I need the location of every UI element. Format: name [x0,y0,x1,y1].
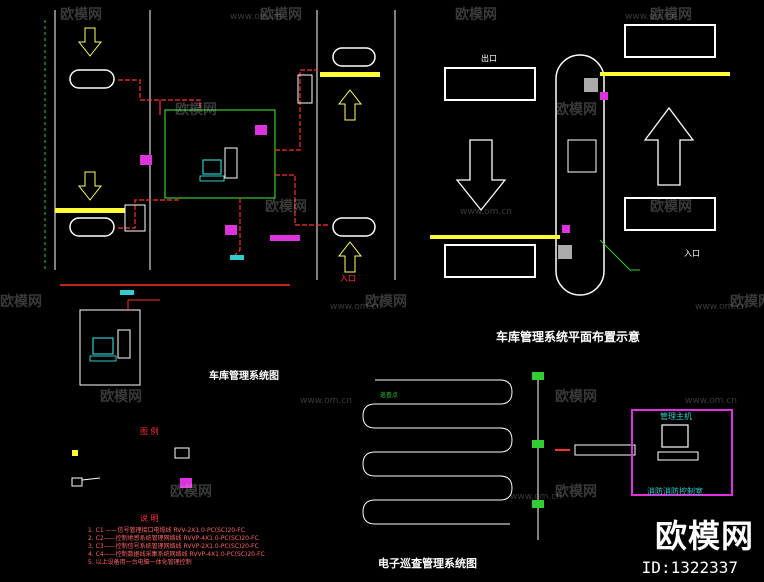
management-host-label: 管理主机 [660,412,692,421]
watermark-url: www.om.cn [330,302,382,312]
brand-id: ID:1322337 [641,558,738,577]
watermark-url: www.om.cn [230,12,282,22]
fire-control-room-label: 消防消防控制室 [647,487,703,496]
watermark: 欧模网 [265,199,307,215]
watermark-url: www.om.cn [695,302,747,312]
garage-system-diagram [44,10,396,386]
patrol-points-label: 巡查点 [380,392,399,399]
patrol-system-title: 电子巡查管理系统图 [378,557,477,570]
watermark: 欧模网 [60,7,102,23]
note-line: 5. 以上设备用一台电脑一体化管理控制 [88,559,192,566]
watermark: 欧模网 [170,484,212,500]
watermark: 欧模网 [555,484,597,500]
watermark-url: www.om.cn [300,396,352,406]
watermark: 欧模网 [555,102,597,118]
entrance-label-right: 入口 [684,249,700,258]
garage-layout-plan [430,24,730,296]
notes-list: 1. C1 ——信号管理接口电缆线 RVV-2X1.0-PC(SC)20-FC … [88,528,265,566]
notes-title: 说 明 [140,514,159,523]
watermark: 欧模网 [175,102,217,118]
legend-title: 图 例 [140,427,159,436]
legend-area [71,447,192,488]
exit-label: 出口 [481,54,497,63]
layout-plan-title: 车库管理系统平面布置示意 [496,330,641,344]
note-line: 1. C1 ——信号管理接口电缆线 RVV-2X1.0-PC(SC)20-FC [88,527,245,534]
watermark: 欧模网 [100,389,142,405]
watermark-url: www.om.cn [625,12,677,22]
watermark: 欧模网 [260,7,302,23]
note-line: 2. C2——控制地感系统管理网络线 RVVP-4X1.0-PC(SC)20-F… [88,535,259,542]
note-line: 4. C4——控制数据线采集系统网络线 RVVP-4X1.0-PC(SC)20-… [88,551,265,558]
watermark: 欧模网 [455,7,497,23]
watermark-url: www.om.cn [685,396,737,406]
garage-system-title: 车库管理系统图 [209,371,279,382]
brand-logo-text: 欧模网 [654,517,754,555]
watermark-url: www.om.cn [460,207,512,217]
watermark: 欧模网 [365,294,407,310]
note-line: 3. C3——控制信号系统管理网络线 RVVP-2X1.0-PC(SC)20-F… [88,543,259,550]
watermark: 欧模网 [0,294,42,310]
watermark: 欧模网 [650,7,692,23]
entrance-label-left: 入口 [340,274,356,283]
watermark-url: www.om.cn [510,492,562,502]
patrol-system-diagram [362,372,733,540]
watermark: 欧模网 [730,294,764,310]
watermark: 欧模网 [555,389,597,405]
watermark: 欧模网 [650,199,692,215]
